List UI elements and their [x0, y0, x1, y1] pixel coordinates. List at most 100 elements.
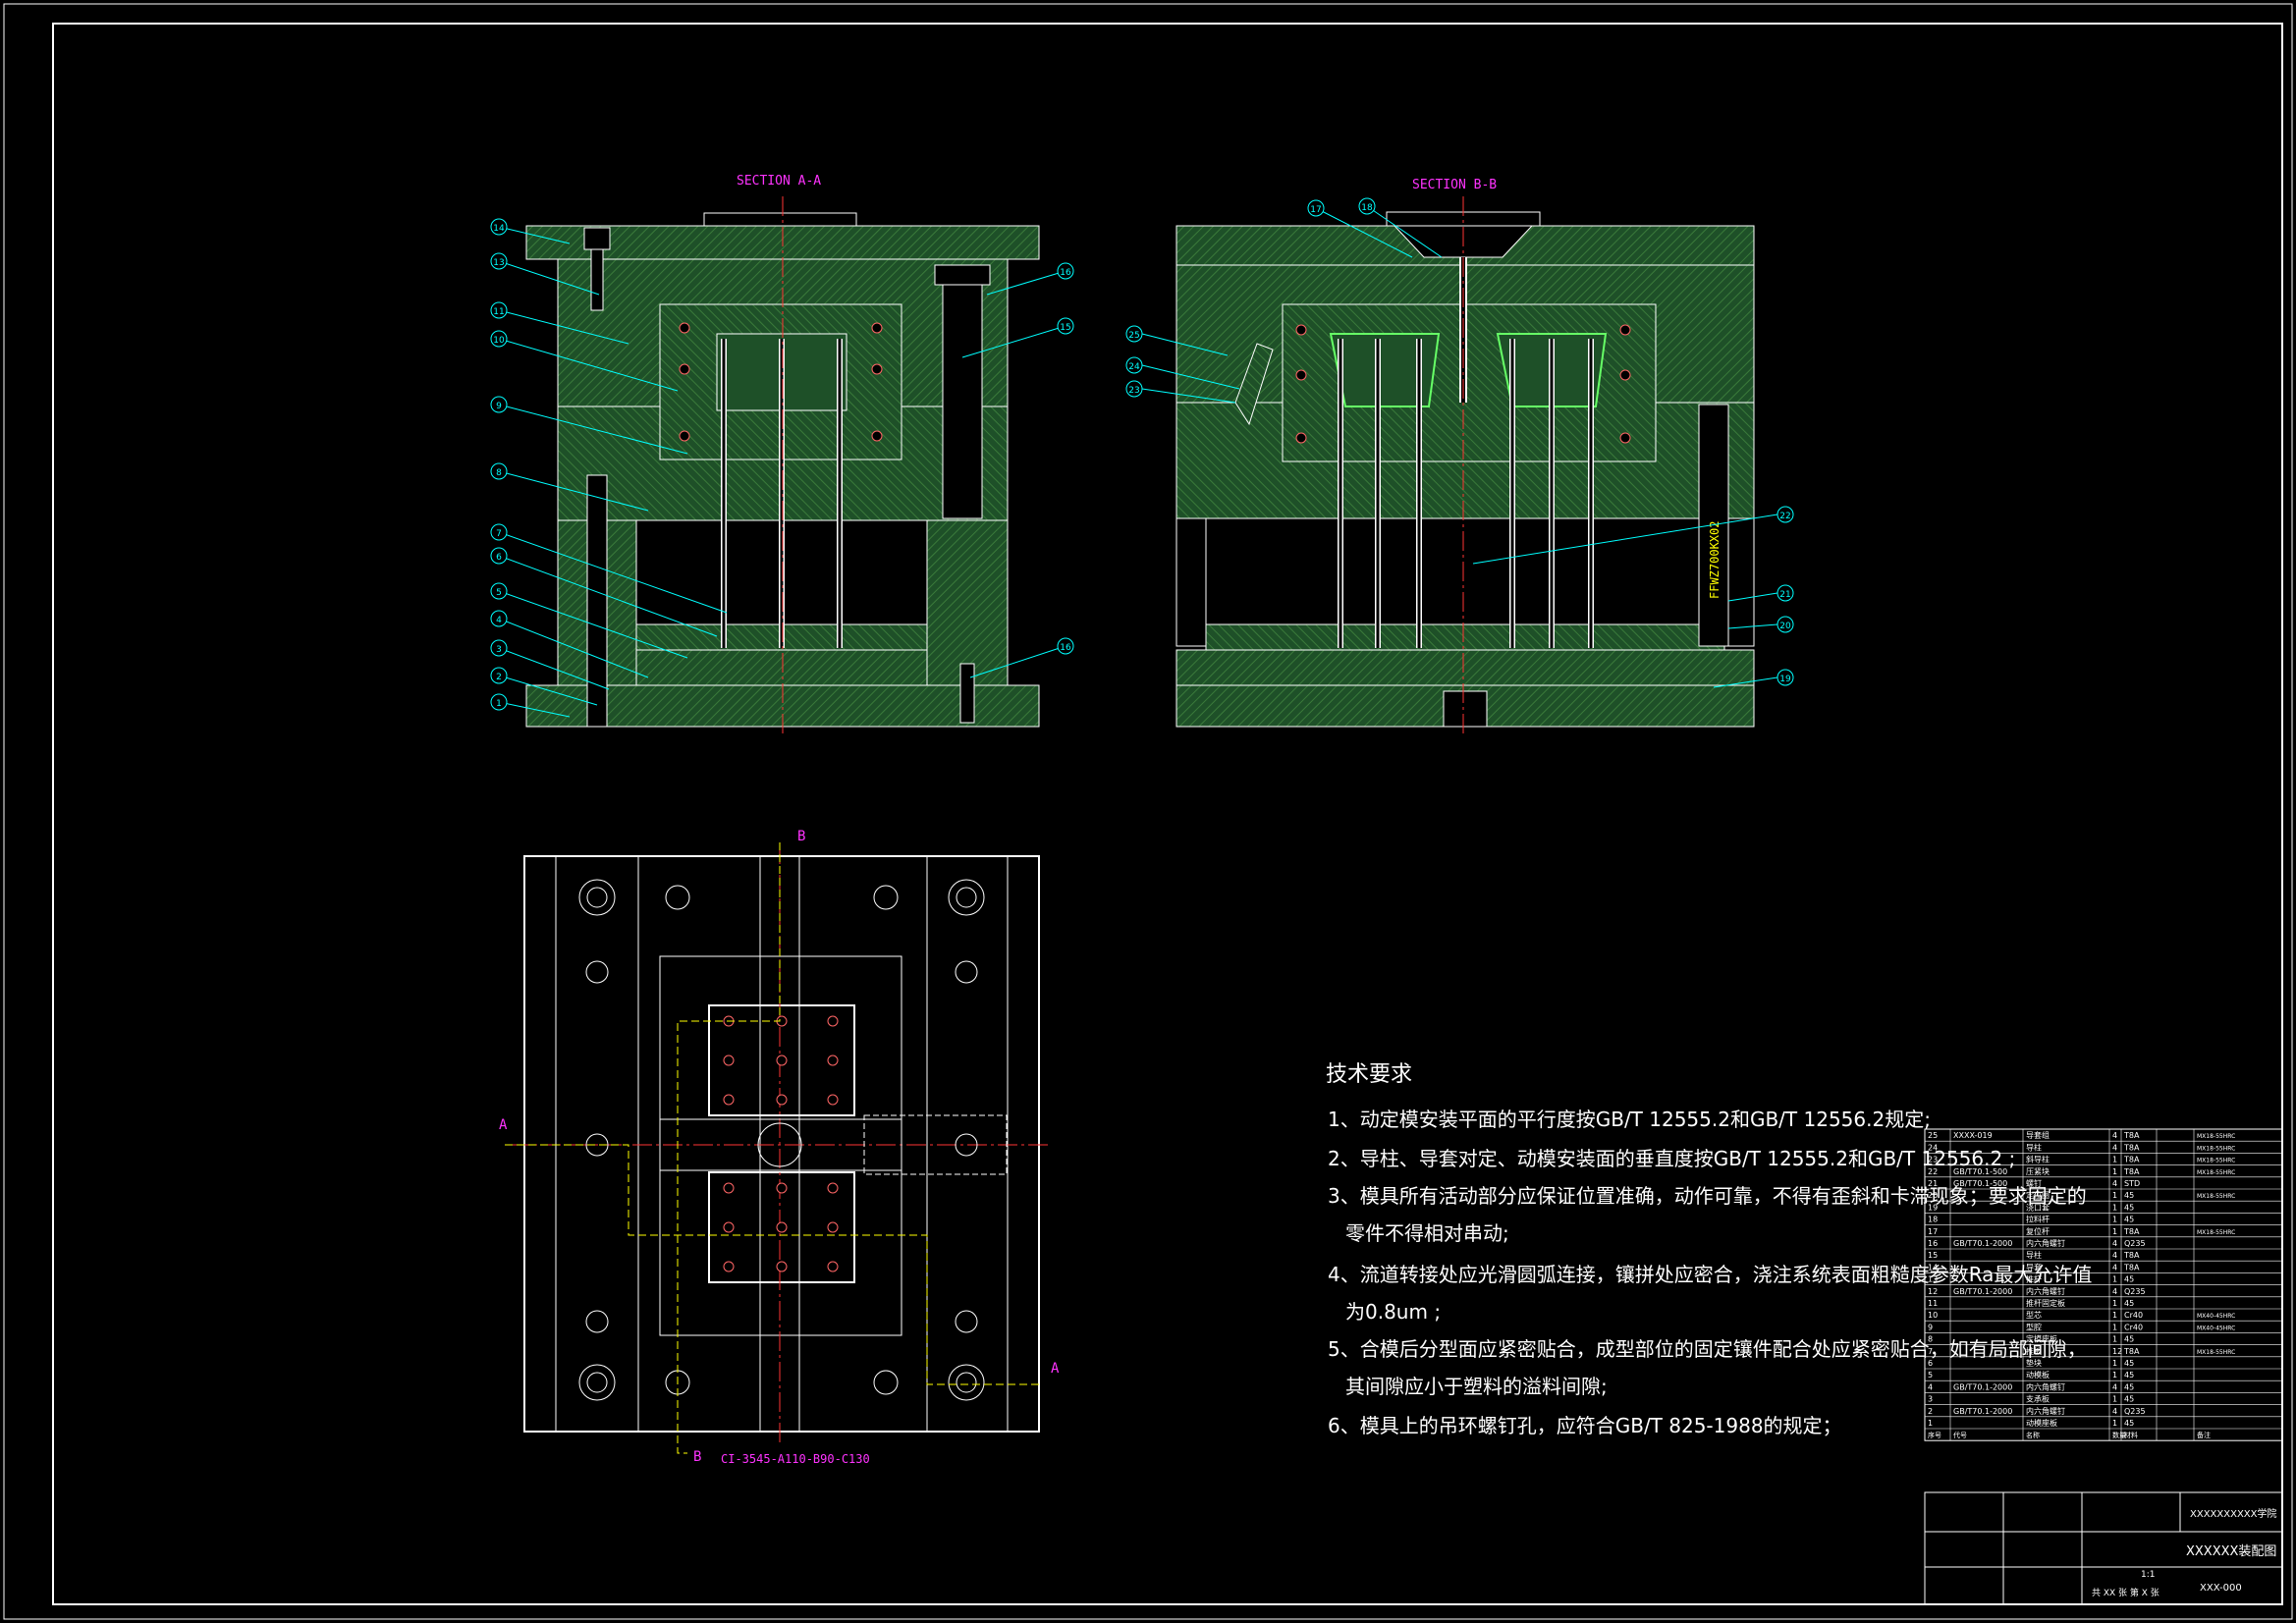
- bom-cell: T8A: [2123, 1143, 2140, 1152]
- cut-label-b1: B: [797, 829, 805, 844]
- bom-cell: MX18-55HRC: [2197, 1229, 2235, 1236]
- screw-boss: [873, 885, 899, 910]
- bom-cell: 19: [1928, 1203, 1938, 1212]
- bom-cell: 45: [2124, 1419, 2134, 1428]
- guide-boss: [578, 1364, 616, 1401]
- bom-cell: 23: [1928, 1156, 1938, 1164]
- balloon: [490, 301, 508, 319]
- screw-boss: [585, 960, 609, 984]
- guide-boss: [948, 1364, 985, 1401]
- balloon: [490, 610, 508, 627]
- bom-cell: 45: [2124, 1203, 2134, 1212]
- bom-cell: GB/T70.1-2000: [1953, 1287, 2012, 1296]
- bom-cell: Q235: [2124, 1239, 2146, 1248]
- bom-cell: 支承板: [2026, 1394, 2050, 1404]
- bom-cell: 1: [2112, 1395, 2117, 1404]
- bom-cell: 45: [2124, 1275, 2134, 1284]
- requirement-line: 2、导柱、导套对定、动模安装面的垂直度按GB/T 12555.2和GB/T 12…: [1328, 1147, 2016, 1170]
- balloon: [1777, 669, 1794, 686]
- balloon: [1307, 199, 1325, 217]
- bom-cell: 4: [2112, 1287, 2117, 1296]
- inner-border: [52, 23, 2283, 1605]
- bom-header-cell: 数量: [2112, 1431, 2126, 1439]
- bom-cell: 浇口套: [2026, 1202, 2050, 1212]
- bom-cell: 1: [2112, 1203, 2117, 1212]
- bom-cell: 4: [1928, 1382, 1933, 1391]
- bom-cell: MX18-55HRC: [2197, 1193, 2235, 1200]
- requirement-line: 4、流道转接处应光滑圆弧连接，镶拼处应密合，浇注系统表面粗糙度参数Ra最大允许值: [1328, 1263, 2093, 1286]
- bom-cell: 1: [2112, 1227, 2117, 1236]
- balloon: [1777, 584, 1794, 602]
- title-drawing-no: XXX-000: [2200, 1583, 2242, 1594]
- bom-cell: 45: [2124, 1395, 2134, 1404]
- bom-cell: 45: [2124, 1335, 2134, 1344]
- section-a-view: SECTION A-A: [525, 174, 1040, 736]
- bom-header-cell: 材料: [2124, 1431, 2138, 1439]
- balloon-label: 15: [1060, 323, 1070, 333]
- requirement-line: 零件不得相对串动;: [1345, 1221, 1509, 1245]
- bom-cell: 14: [1928, 1263, 1938, 1271]
- bom-cell: 4: [2112, 1263, 2117, 1271]
- balloon-label: 2: [496, 673, 502, 682]
- balloon: [490, 396, 508, 413]
- bom-cell: MX18-55HRC: [2197, 1169, 2235, 1176]
- balloon-label: 16: [1060, 643, 1071, 653]
- screw-boss: [955, 960, 978, 984]
- cut-label-b2: B: [693, 1449, 701, 1465]
- ejector-pin-hole: [827, 1094, 839, 1106]
- title-block: [1924, 1491, 2283, 1605]
- bom-cell: 6: [1928, 1359, 1933, 1368]
- screw-boss: [955, 1133, 978, 1157]
- bom-cell: MX40-45HRC: [2197, 1325, 2235, 1331]
- bom-cell: 45: [2124, 1299, 2134, 1308]
- screw-boss: [665, 885, 690, 910]
- bom-cell: 动模板: [2026, 1370, 2050, 1380]
- bom-cell: 13: [1928, 1275, 1938, 1284]
- balloons-a: [498, 226, 1066, 718]
- balloon-label: 10: [493, 336, 505, 346]
- bom-cell: 型芯: [2026, 1310, 2042, 1320]
- bom-cell: 复位杆: [2026, 1226, 2050, 1236]
- bom-cell: 45: [2124, 1359, 2134, 1368]
- bom-cell: 定模座板: [2026, 1334, 2057, 1344]
- bom-cell: GB/T70.1-500: [1953, 1179, 2007, 1188]
- bom-cell: 4: [2112, 1407, 2117, 1416]
- bom-cell: 10: [1928, 1311, 1938, 1320]
- bom-cell: 7: [1928, 1347, 1933, 1356]
- balloon: [490, 462, 508, 480]
- bom-cell: 12: [1928, 1287, 1938, 1296]
- balloons-b: [1141, 205, 1778, 688]
- balloon: [1777, 506, 1794, 523]
- balloon: [1057, 317, 1074, 335]
- bom-cell: 推杆: [2026, 1274, 2042, 1284]
- screw-boss: [585, 1133, 609, 1157]
- balloon: [490, 330, 508, 348]
- bom-cell: 导柱: [2026, 1250, 2042, 1260]
- bom-cell: 1: [2112, 1156, 2117, 1164]
- bom-cell: 压紧块: [2026, 1166, 2050, 1176]
- cut-label-a1: A: [499, 1117, 508, 1133]
- guide-boss-inner: [956, 1372, 977, 1393]
- guide-boss: [578, 879, 616, 916]
- balloon: [1057, 262, 1074, 280]
- bom-cell: 1: [2112, 1359, 2117, 1368]
- bom-cell: 16: [1928, 1239, 1938, 1248]
- bom-cell: 动模座板: [2026, 1418, 2057, 1428]
- bom-cell: 垫块: [2026, 1358, 2042, 1368]
- bom-cell: T8A: [2123, 1167, 2140, 1176]
- balloon-label: 24: [1128, 362, 1140, 372]
- bom-cell: 17: [1928, 1227, 1938, 1236]
- bom-cell: 内六角螺钉: [2026, 1381, 2065, 1391]
- balloon-label: 14: [493, 224, 505, 234]
- ejector-pin-hole: [776, 1182, 788, 1194]
- requirement-line: 1、动定模安装平面的平行度按GB/T 12555.2和GB/T 12556.2规…: [1328, 1108, 1931, 1131]
- vertical-label: FFWZ700KX02: [1708, 521, 1722, 599]
- bom-cell: STD: [2124, 1179, 2140, 1188]
- balloon-label: 25: [1128, 331, 1139, 341]
- requirement-line: 6、模具上的吊环螺钉孔，应符合GB/T 825-1988的规定；: [1328, 1414, 1842, 1437]
- guide-boss-inner: [586, 887, 608, 908]
- bom-cell: 1: [2112, 1216, 2117, 1224]
- ejector-pin-hole: [723, 1094, 735, 1106]
